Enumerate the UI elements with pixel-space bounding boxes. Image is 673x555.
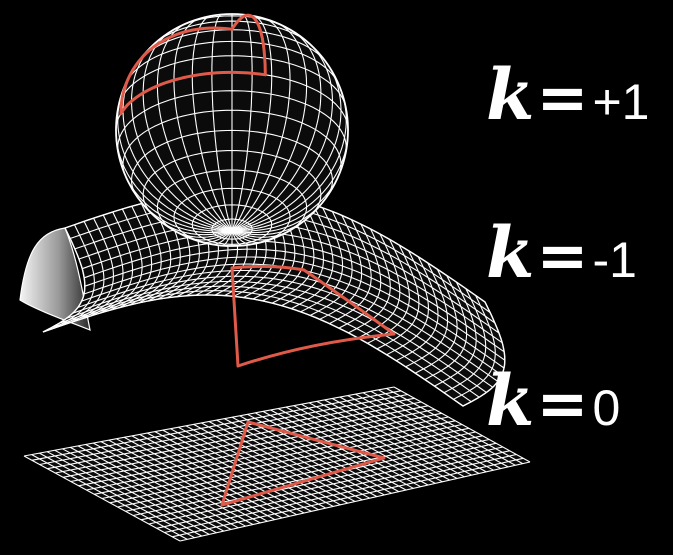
plane-grid-line xyxy=(39,393,408,466)
curvature-label-flat: k=0 xyxy=(486,366,620,436)
saddle-grid-line xyxy=(82,231,503,344)
plane-grid-line xyxy=(70,408,435,483)
plane-grid-line xyxy=(62,405,429,478)
saddle-shaded-edge xyxy=(19,227,91,331)
sphere-grid-line xyxy=(130,129,334,197)
saddle-grid-line xyxy=(51,290,472,403)
sphere-grid-line xyxy=(231,199,325,234)
sphere-grid-line xyxy=(231,230,276,241)
plane-grid-line xyxy=(133,438,490,517)
saddle-grid-line xyxy=(59,285,480,398)
sphere-grid-line xyxy=(173,18,233,232)
sphere-grid-line xyxy=(117,90,347,151)
curvature-value: +1 xyxy=(592,74,650,130)
sphere-grid-line xyxy=(231,92,347,232)
sphere-grid-line xyxy=(231,14,253,231)
equals-sign: = xyxy=(536,61,589,134)
sphere-grid-line xyxy=(231,42,334,232)
curvature-variable: k xyxy=(486,211,535,294)
sphere-grid-line xyxy=(231,230,243,247)
sphere-grid-line xyxy=(156,169,308,233)
sphere-grid-line xyxy=(231,62,342,232)
sphere-grid-line xyxy=(142,150,322,216)
saddle-grid-line xyxy=(66,280,487,393)
sphere-grid-line xyxy=(231,230,263,243)
plane-grid-line xyxy=(109,427,469,504)
saddle-grid-line xyxy=(83,256,505,369)
sphere-grid-line xyxy=(231,133,349,232)
sphere-grid-line xyxy=(221,230,233,247)
sphere-grid-line xyxy=(231,218,308,236)
sphere-grid-line xyxy=(231,230,252,245)
plane-grid-line xyxy=(172,457,524,538)
sphere-grid-line xyxy=(174,230,233,238)
sphere-grid-line xyxy=(115,129,233,232)
sphere-surface xyxy=(115,13,349,247)
plane-grid-line xyxy=(117,431,476,508)
plane-grid-line xyxy=(179,461,531,542)
sphere-grid-line xyxy=(231,15,273,232)
plane-grid-line xyxy=(55,401,422,474)
saddle-grid-line xyxy=(84,248,506,361)
saddle-grid-line xyxy=(84,240,505,353)
plane-grid-line xyxy=(148,446,503,525)
sphere-grid-line xyxy=(130,42,233,232)
curvature-value: 0 xyxy=(592,380,621,436)
flat-triangle xyxy=(220,420,386,507)
plane-grid-line xyxy=(140,442,497,521)
plane-grid-line xyxy=(86,416,449,491)
sphere-grid-line xyxy=(201,230,233,243)
plane-grid-line xyxy=(164,453,517,534)
plane-grid-line xyxy=(125,435,483,512)
sphere-grid-line xyxy=(142,29,233,232)
plane-grid-line xyxy=(78,412,442,487)
sphere-grid-line xyxy=(231,29,322,232)
curvature-label-negative: k=-1 xyxy=(486,218,637,288)
curvature-label-positive: k=+1 xyxy=(486,60,649,130)
equals-sign: = xyxy=(536,367,589,440)
curvature-value: -1 xyxy=(592,232,637,288)
curvature-variable: k xyxy=(486,359,535,442)
saddle-grid-line xyxy=(77,269,499,382)
equals-sign: = xyxy=(536,219,589,292)
saddle-surface xyxy=(19,190,506,407)
sphere-grid-line xyxy=(156,218,233,236)
saddle-grid-line xyxy=(42,294,464,407)
plane-grid-line xyxy=(47,397,415,470)
sphere-grid-line xyxy=(231,230,290,238)
flat-plane-surface xyxy=(23,386,531,542)
sphere-grid-line xyxy=(231,18,291,232)
sphere-grid-line xyxy=(122,170,233,232)
sphere-grid-line xyxy=(117,92,233,232)
sphere-triangle xyxy=(119,13,267,115)
plane-grid-line xyxy=(31,390,401,461)
plane-grid-line xyxy=(156,450,510,529)
sphere-grid-line xyxy=(231,23,308,232)
sphere-grid-line xyxy=(231,170,342,232)
sphere-grid-line xyxy=(139,199,233,234)
plane-grid-line xyxy=(23,386,395,457)
plane-grid-line xyxy=(101,423,463,500)
sphere-grid-line xyxy=(156,23,233,232)
plane-grid xyxy=(23,386,531,542)
saddle-triangle xyxy=(230,264,396,368)
sphere-grid-line xyxy=(188,230,233,241)
sphere-grid-line xyxy=(212,230,233,245)
plane-grid-line xyxy=(94,420,456,495)
curvature-variable: k xyxy=(486,53,535,136)
saddle-grid-line xyxy=(72,275,494,388)
